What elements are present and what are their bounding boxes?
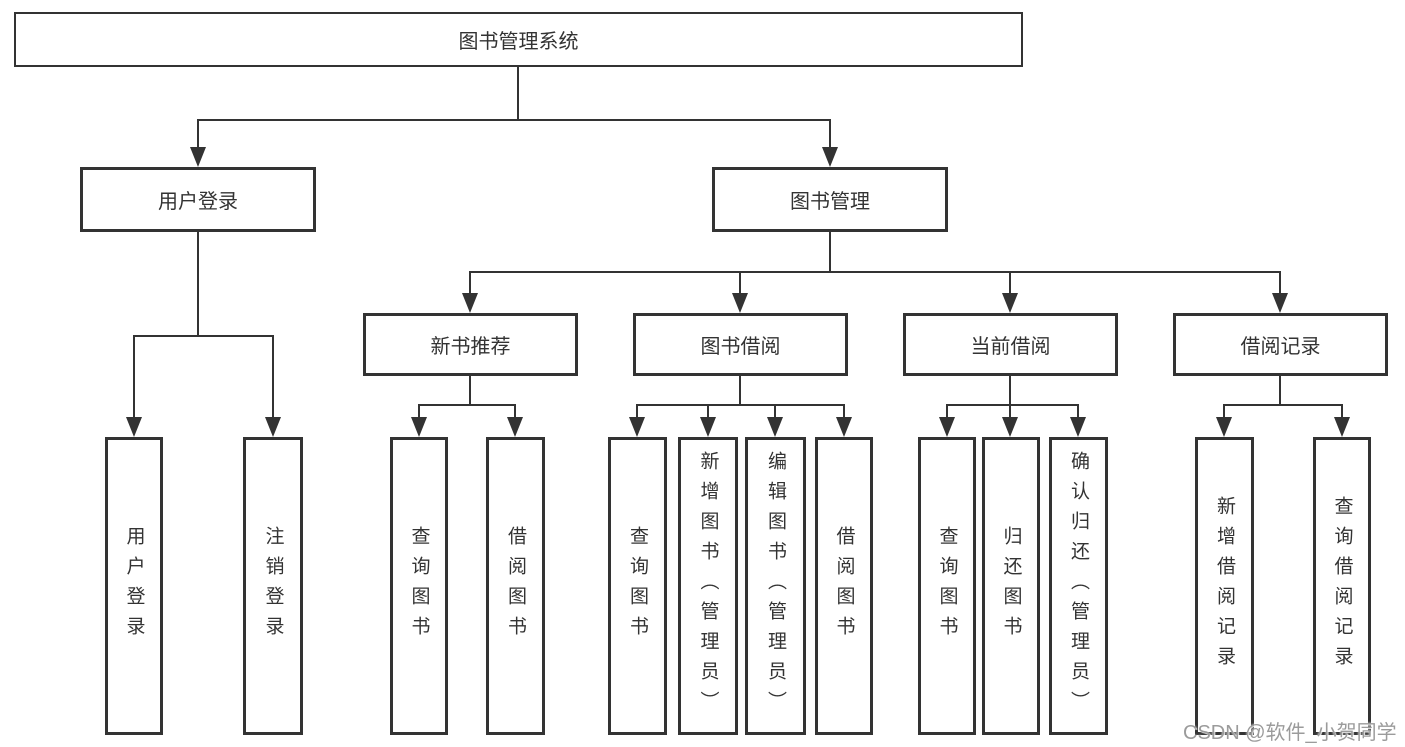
leaf-add-borrow-record: 新增借阅记录 (1195, 437, 1254, 735)
connector-drop-line (946, 404, 948, 421)
connector-rail-line (636, 404, 845, 406)
leaf-add-book-admin-label: 新增图书（管理员） (697, 451, 719, 721)
connector-drop-line (1077, 404, 1079, 421)
leaf-confirm-return-admin: 确认归还（管理员） (1049, 437, 1108, 735)
leaf-add-borrow-record-label: 新增借阅记录 (1214, 496, 1235, 676)
leaf-edit-book-admin: 编辑图书（管理员） (745, 437, 806, 735)
arrow-down-icon (629, 417, 645, 437)
connector-drop-line (707, 404, 709, 421)
leaf-borrow-books-recommend-label: 借阅图书 (505, 526, 526, 646)
leaf-query-borrow-record: 查询借阅记录 (1313, 437, 1371, 735)
arrow-down-icon (939, 417, 955, 437)
connector-drop-line (133, 335, 135, 421)
leaf-edit-book-admin-label: 编辑图书（管理员） (765, 451, 786, 721)
leaf-query-books-recommend: 查询图书 (390, 437, 448, 735)
connector-drop-line (1341, 404, 1343, 421)
arrow-down-icon (126, 417, 142, 437)
leaf-add-book-admin: 新增图书（管理员） (678, 437, 738, 735)
leaf-query-books-borrowing: 查询图书 (608, 437, 667, 735)
arrow-down-icon (462, 293, 478, 313)
arrow-down-icon (767, 417, 783, 437)
leaf-query-books-current: 查询图书 (918, 437, 976, 735)
leaf-return-book-label: 归还图书 (1000, 526, 1022, 646)
connector-drop-line (774, 404, 776, 421)
leaf-return-book: 归还图书 (982, 437, 1040, 735)
connector-drop-line (197, 119, 199, 151)
leaf-query-books-recommend-label: 查询图书 (408, 526, 430, 646)
connector-rail-line (1223, 404, 1343, 406)
connector-stem-line (1009, 376, 1011, 406)
connector-drop-line (1009, 271, 1011, 297)
connector-drop-line (272, 335, 274, 421)
leaf-borrow-books-borrowing-label: 借阅图书 (833, 526, 855, 646)
connector-rail-line (133, 335, 274, 337)
connector-stem-line (197, 232, 199, 337)
arrow-down-icon (732, 293, 748, 313)
arrow-down-icon (1334, 417, 1350, 437)
node-library-system: 图书管理系统 (14, 12, 1023, 67)
connector-drop-line (1009, 404, 1011, 421)
arrow-down-icon (1216, 417, 1232, 437)
arrow-down-icon (411, 417, 427, 437)
arrow-down-icon (507, 417, 523, 437)
connector-rail-line (946, 404, 1079, 406)
node-current-borrowing: 当前借阅 (903, 313, 1118, 376)
leaf-user-login-label: 用户登录 (123, 526, 145, 646)
connector-rail-line (469, 271, 1281, 273)
node-new-book-recommendation: 新书推荐 (363, 313, 578, 376)
arrow-down-icon (190, 147, 206, 167)
arrow-down-icon (822, 147, 838, 167)
connector-drop-line (636, 404, 638, 421)
connector-stem-line (739, 376, 741, 406)
leaf-query-books-current-label: 查询图书 (936, 526, 958, 646)
connector-rail-line (197, 119, 831, 121)
arrow-down-icon (700, 417, 716, 437)
leaf-borrow-books-recommend: 借阅图书 (486, 437, 545, 735)
connector-stem-line (1279, 376, 1281, 406)
leaf-query-borrow-record-label: 查询借阅记录 (1331, 496, 1353, 676)
connector-stem-line (517, 67, 519, 121)
connector-drop-line (514, 404, 516, 421)
node-book-management: 图书管理 (712, 167, 948, 232)
connector-rail-line (418, 404, 516, 406)
arrow-down-icon (1070, 417, 1086, 437)
arrow-down-icon (1002, 293, 1018, 313)
arrow-down-icon (265, 417, 281, 437)
connector-drop-line (1279, 271, 1281, 297)
leaf-user-login: 用户登录 (105, 437, 163, 735)
connector-drop-line (1223, 404, 1225, 421)
leaf-query-books-borrowing-label: 查询图书 (627, 526, 648, 646)
connector-drop-line (829, 119, 831, 151)
leaf-logout-label: 注销登录 (262, 526, 284, 646)
arrow-down-icon (1002, 417, 1018, 437)
node-borrowing-records: 借阅记录 (1173, 313, 1388, 376)
node-book-borrowing: 图书借阅 (633, 313, 848, 376)
leaf-confirm-return-admin-label: 确认归还（管理员） (1068, 451, 1089, 721)
arrow-down-icon (1272, 293, 1288, 313)
connector-drop-line (418, 404, 420, 421)
node-user-login: 用户登录 (80, 167, 316, 232)
leaf-borrow-books-borrowing: 借阅图书 (815, 437, 873, 735)
connector-stem-line (469, 376, 471, 406)
connector-stem-line (829, 232, 831, 273)
leaf-logout: 注销登录 (243, 437, 303, 735)
connector-drop-line (469, 271, 471, 297)
arrow-down-icon (836, 417, 852, 437)
connector-drop-line (739, 271, 741, 297)
connector-drop-line (843, 404, 845, 421)
csdn-watermark: CSDN @软件_小贺同学 (1183, 722, 1397, 744)
